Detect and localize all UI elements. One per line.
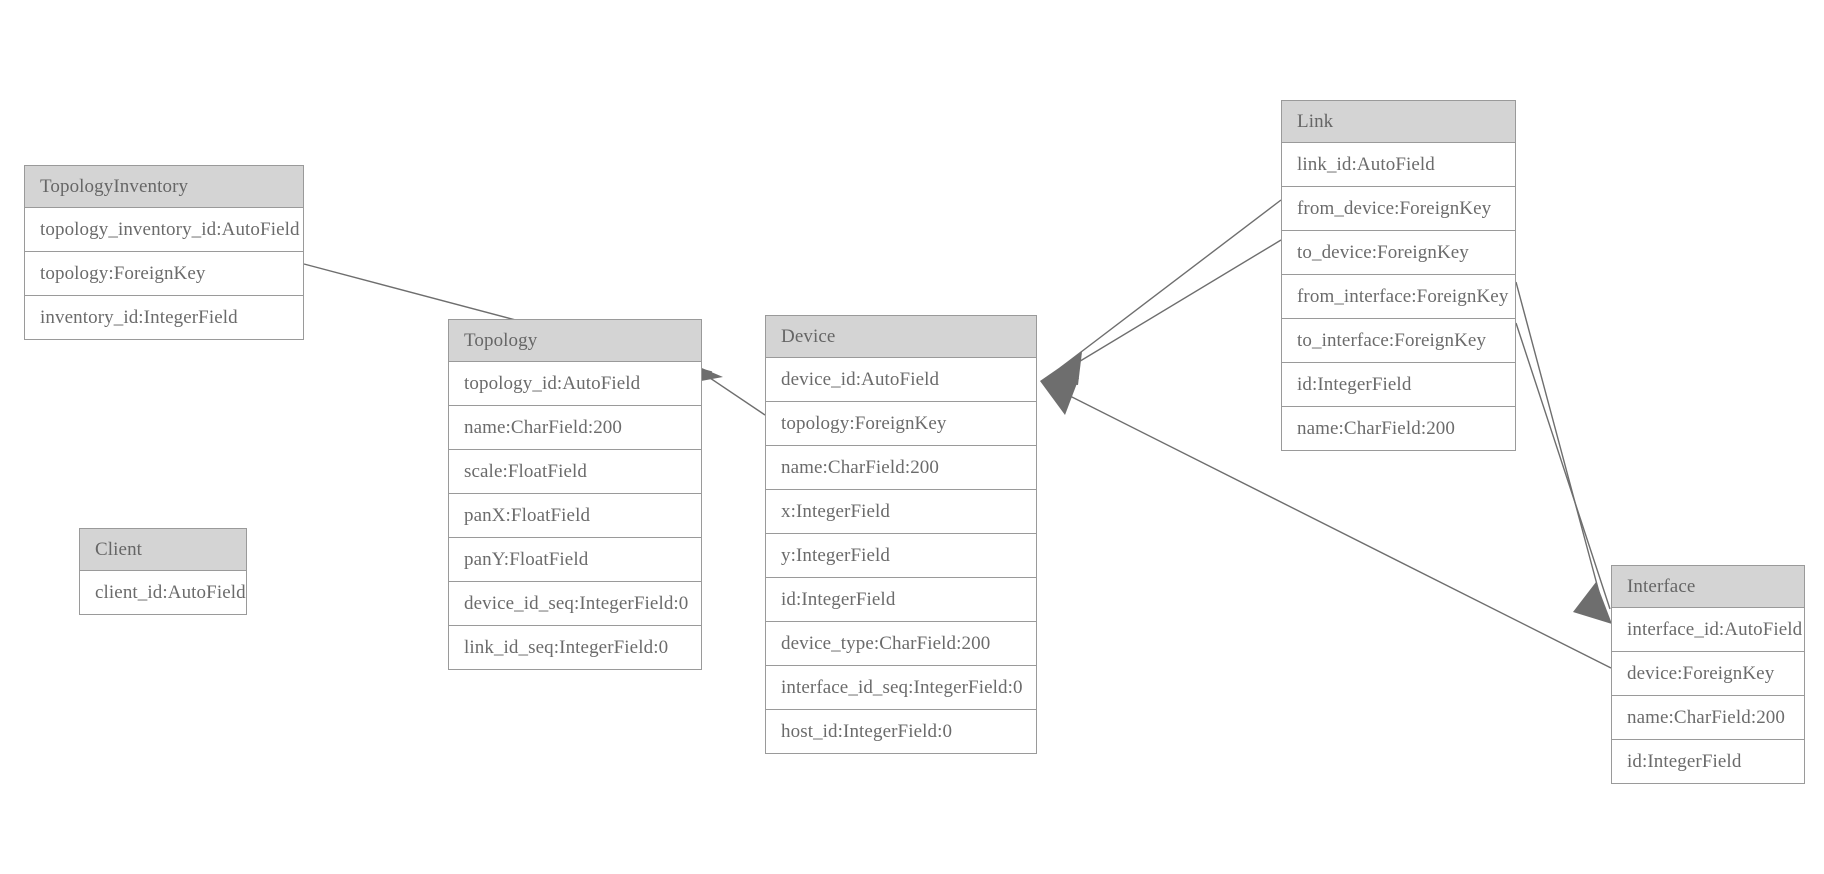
entity-field-row[interactable]: device_id_seq:IntegerField:0 [449,581,701,625]
entity-field-row[interactable]: scale:FloatField [449,449,701,493]
entity-field-row[interactable]: to_device:ForeignKey [1282,230,1515,274]
entity-field-row[interactable]: device_type:CharField:200 [766,621,1036,665]
entity-field-row[interactable]: topology:ForeignKey [766,401,1036,445]
entity-field-row[interactable]: link_id:AutoField [1282,143,1515,186]
entity-field-row[interactable]: inventory_id:IntegerField [25,295,303,339]
arrowhead-device [1040,352,1082,415]
entity-field-row[interactable]: interface_id:AutoField [1612,608,1804,651]
entity-field-row[interactable]: link_id_seq:IntegerField:0 [449,625,701,669]
entity-field-row[interactable]: from_device:ForeignKey [1282,186,1515,230]
edge-link-to-device [1061,239,1282,373]
entity-topologyinventory-title: TopologyInventory [25,166,303,208]
entity-field-row[interactable]: host_id:IntegerField:0 [766,709,1036,753]
entity-field-row[interactable]: device_id:AutoField [766,358,1036,401]
entity-field-row[interactable]: x:IntegerField [766,489,1036,533]
entity-field-row[interactable]: device:ForeignKey [1612,651,1804,695]
edge-link-from-device [1059,199,1282,369]
entity-client-title: Client [80,529,246,571]
edge-link-from-interface [1515,281,1604,608]
entity-field-row[interactable]: topology_id:AutoField [449,362,701,405]
edge-link-to-interface [1515,322,1611,610]
entity-device-title: Device [766,316,1036,358]
entity-field-row[interactable]: interface_id_seq:IntegerField:0 [766,665,1036,709]
entity-field-row[interactable]: topology:ForeignKey [25,251,303,295]
entity-field-row[interactable]: panX:FloatField [449,493,701,537]
entity-field-row[interactable]: name:CharField:200 [1612,695,1804,739]
entity-field-row[interactable]: name:CharField:200 [1282,406,1515,450]
entity-field-row[interactable]: to_interface:ForeignKey [1282,318,1515,362]
entity-topology-title: Topology [449,320,701,362]
arrowhead-interface [1573,582,1612,624]
entity-field-row[interactable]: client_id:AutoField [80,571,246,614]
entity-field-row[interactable]: from_interface:ForeignKey [1282,274,1515,318]
entity-field-row[interactable]: name:CharField:200 [449,405,701,449]
entity-field-row[interactable]: id:IntegerField [766,577,1036,621]
entity-field-row[interactable]: id:IntegerField [1282,362,1515,406]
entity-link-title: Link [1282,101,1515,143]
entity-interface-title: Interface [1612,566,1804,608]
entity-field-row[interactable]: id:IntegerField [1612,739,1804,783]
entity-field-row[interactable]: name:CharField:200 [766,445,1036,489]
entity-field-row[interactable]: topology_inventory_id:AutoField [25,208,303,251]
entity-field-row[interactable]: y:IntegerField [766,533,1036,577]
entity-field-row[interactable]: panY:FloatField [449,537,701,581]
entity-client-fields: client_id:AutoField [80,571,246,614]
